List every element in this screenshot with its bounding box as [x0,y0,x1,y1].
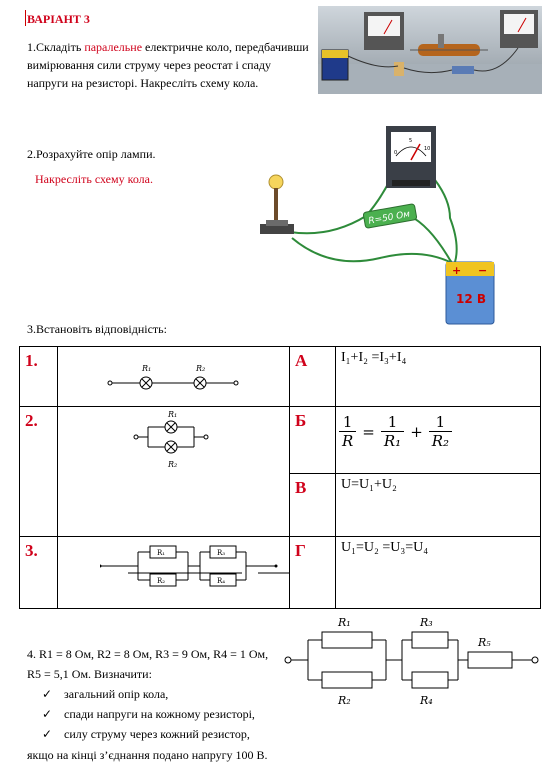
svg-text:R₄: R₄ [419,694,433,707]
matching-table: 1. R₁ R₂ А I₁+I₂ =I₃+I₄ 2. [19,346,541,609]
table-row: 3. Г U₁=U₂ =U₃=U₄ [19,536,541,609]
resistor-r1: R₁ [149,545,177,559]
table-row: 1. R₁ R₂ А I₁+I₂ =I₃+I₄ [19,346,541,407]
switch-icon [394,62,404,76]
formula-a: I₁+I₂ =I₃+I₄ [335,346,541,407]
task4-line2: R5 = 5,1 Ом. Визначити: [27,667,152,681]
task2-instruction: Накресліть схему кола. [35,172,153,186]
svg-text:R₂: R₂ [337,694,351,707]
task2-text: 2.Розрахуйте опір лампи. [27,147,156,161]
resistor-r4: R₄ [209,573,237,587]
row-letter: Г [289,536,336,609]
task1-text: 1.Складіть паралельне електричне коло, п… [27,40,309,90]
circuit-1: R₁ R₂ [57,346,290,407]
list-item: ✓загальний опір кола, [42,684,255,704]
check-icon: ✓ [42,727,53,741]
row-number: 3. [19,536,58,609]
resistor-r3: R₃ [209,545,237,559]
svg-text:R₁: R₁ [167,410,177,419]
check-icon: ✓ [42,687,53,701]
svg-text:10: 10 [424,146,430,152]
voltmeter-icon [500,10,538,48]
text-cursor [25,10,26,26]
row-number: 2. [19,406,58,537]
resistor-r2 [321,671,373,689]
svg-text:R₄: R₄ [217,577,225,585]
check-icon: ✓ [42,707,53,721]
svg-text:R₁: R₁ [157,549,165,557]
svg-text:−: − [478,264,487,277]
svg-text:R₃: R₃ [217,549,225,557]
lamp-circuit-illustration: 0 5 10 R=50 Ом + − 12 В [260,126,495,325]
task4-last: якщо на кінці з’єднання подано напругу 1… [27,748,268,762]
lamp-icon [260,174,294,234]
resistor-r2: R₂ [149,573,177,587]
resistor-r3 [411,631,449,649]
svg-text:R₃: R₃ [419,616,433,629]
lamp-symbol [164,440,178,454]
battery-label: 12 В [456,292,486,306]
task3-title: 3.Встановіть відповідність: [27,322,167,336]
svg-text:R₂: R₂ [195,364,205,373]
svg-text:R₂: R₂ [157,577,165,585]
resistor-icon [452,66,474,74]
row-number: 1. [19,346,58,407]
resistor-r1 [321,631,373,649]
battery-icon: + − 12 В [445,261,495,325]
svg-text:+: + [452,264,461,277]
battery-icon [321,49,349,81]
row-letter: А [289,346,336,407]
svg-text:0: 0 [394,150,397,156]
list-item: ✓силу струму через кожний резистор, [42,724,255,744]
ammeter-icon: 0 5 10 [386,126,436,188]
list-item: ✓спади напруги на кожному резисторі, [42,704,255,724]
row-letter: В [289,473,336,537]
resistor-r4 [411,671,449,689]
lamp-symbol [139,376,153,390]
svg-text:R₂: R₂ [167,460,177,469]
ammeter-icon [364,12,404,50]
resistor-r5 [467,651,513,669]
series-circuit-diagram: R₁ R₂ [107,364,239,390]
task4-circuit-diagram: R₁ R₂ R₃ R₄ R₅ [284,616,539,707]
formula-v: U=U₁+U₂ [335,473,541,537]
lamp-symbol [193,376,207,390]
lamp-symbol [164,420,178,434]
table-row: В U=U₁+U₂ [20,473,541,537]
task4-list: ✓загальний опір кола, ✓спади напруги на … [42,684,255,744]
svg-text:R₁: R₁ [337,616,351,629]
formula-g: U₁=U₂ =U₃=U₄ [335,536,541,609]
resistor-icon: R=50 Ом [362,203,418,229]
parallel-circuit-diagram: R₁ R₂ [133,410,209,469]
rheostat-icon [410,34,488,56]
task4-line1: 4. R1 = 8 Ом, R2 = 8 Ом, R3 = 9 Ом, R4 =… [27,647,269,661]
svg-text:R₅: R₅ [477,636,491,649]
variant-title: ВАРІАНТ 3 [27,12,90,26]
row-letter: Б [289,405,336,475]
mixed-circuit-diagram-3: R₁ R₂ R₃ R₄ [100,545,278,587]
svg-text:5: 5 [409,138,412,144]
svg-text:R₁: R₁ [141,364,151,373]
circuit-2: R₁ R₂ [57,406,290,537]
lab-equipment-photo [318,6,542,94]
